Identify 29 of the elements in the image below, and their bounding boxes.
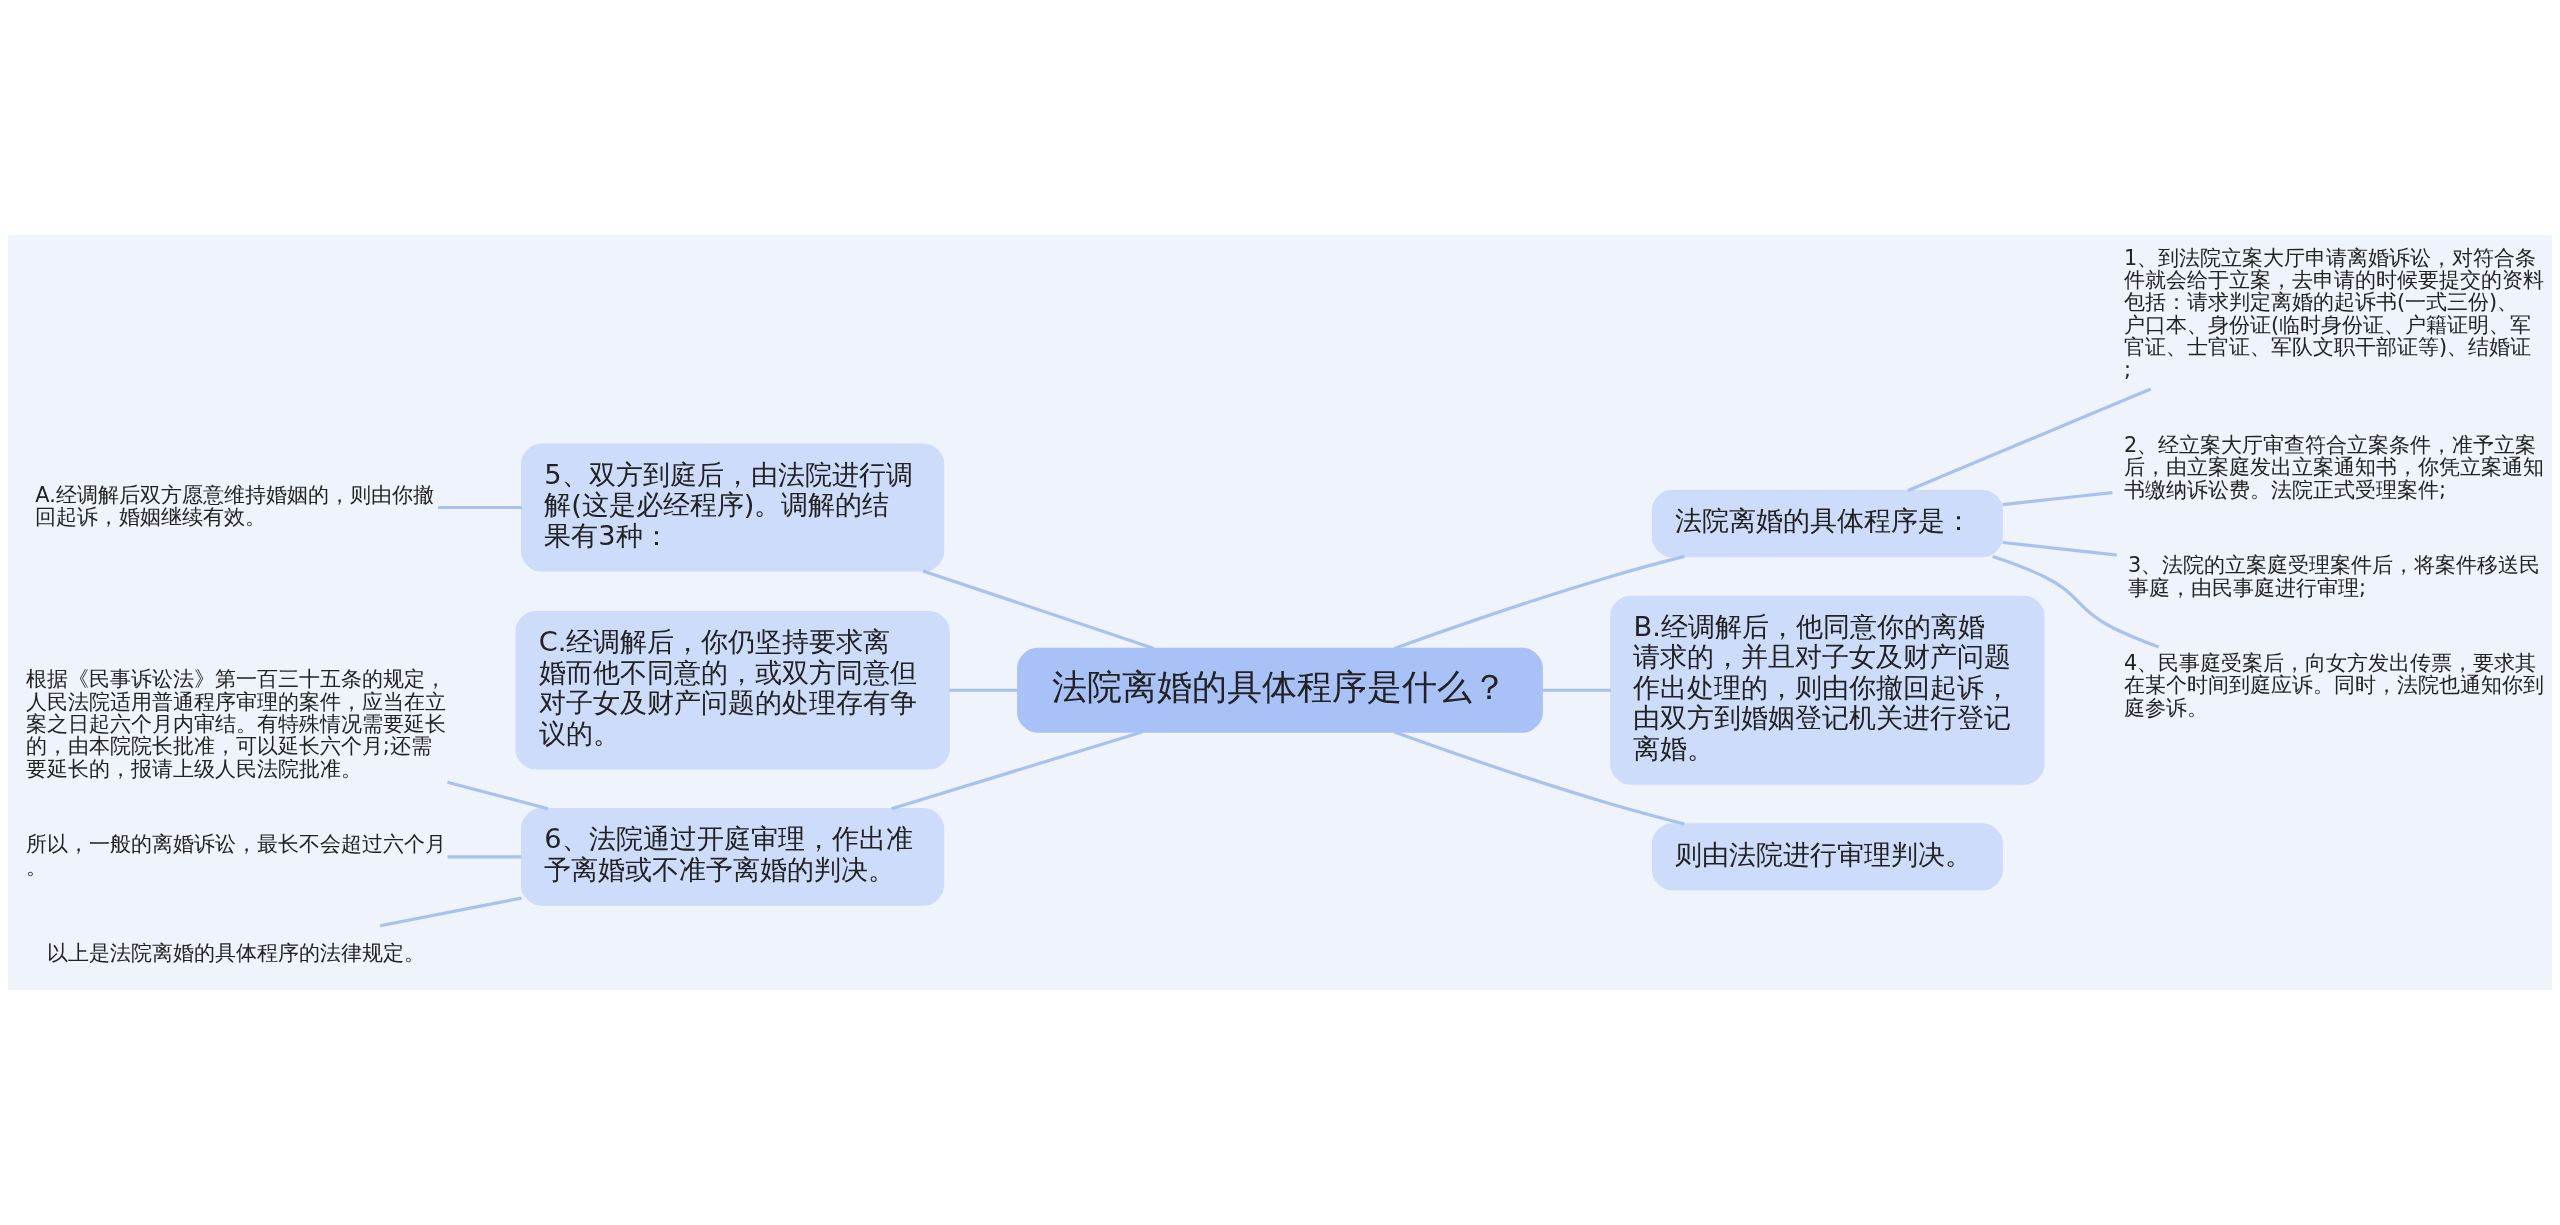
node-text: 根据《民事诉讼法》第一百三十五条的规定，人民法院适用普通程序审理的案件，应当在立案之日起六个月内审结。有特殊情况需要延长的，由本院院长批准，可以延长六个月;还需要延长的，报请上级人民法院批准。 [25, 667, 446, 781]
connector [2002, 540, 2117, 557]
connector [379, 896, 522, 928]
node-text: 以上是法院离婚的具体程序的法律规定。 [46, 941, 425, 966]
connector [1393, 554, 1685, 650]
node-text: 1、到法院立案大厅申请离婚诉讼，对符合条件就会给于立案，去申请的时候要提交的资料包括：请求判定离婚的起诉书(一式三份)、户口本、身份证(临时身份证、户籍证明、军官证、士官证、军队文职干部证等)、结婚证; [2123, 245, 2544, 382]
node-text: 2、经立案大厅审查符合立案条件，准予立案后，由立案庭发出立案通知书，你凭立案通知书缴纳诉讼费。法院正式受理案件; [2123, 433, 2544, 502]
node-text: 所以，一般的离婚诉讼，最长不会超过六个月。 [25, 832, 446, 879]
connector [922, 569, 1155, 650]
node-text: A.经调解后双方愿意维持婚姻的，则由你撤回起诉，婚姻继续有效。 [35, 482, 434, 530]
connector [1542, 688, 1611, 692]
node-box: 法院离婚的具体程序是什么？ [1017, 647, 1543, 733]
node-box: 则由法院进行审理判决。 [1651, 823, 2003, 891]
node-box: 5、双方到庭后，由法院进行调解(这是必经程序)。调解的结果有3种： [521, 443, 945, 572]
node-text: 4、民事庭受案后，向女方发出传票，要求其在某个时间到庭应诉。同时，法院也通知你到庭参诉。 [2123, 651, 2544, 720]
connector [1907, 387, 2152, 492]
connector [891, 730, 1143, 811]
node-box: 6、法院通过开庭审理，作出准予离婚或不准予离婚的判决。 [521, 808, 945, 906]
connector [1393, 730, 1685, 826]
connector [438, 505, 522, 510]
connector [447, 780, 549, 811]
node-box: 法院离婚的具体程序是： [1651, 489, 2003, 558]
node-box: B.经调解后，他同意你的离婚请求的，并且对子女及财产问题作出处理的，则由你撤回起诉，由双方到婚姻登记机关进行登记离婚。 [1610, 595, 2045, 785]
connector [2002, 490, 2113, 507]
node-text: 3、法院的立案庭受理案件后，将案件移送民事庭，由民事庭进行审理; [2127, 553, 2541, 600]
node-box: C.经调解后，你仍坚持要求离婚而他不同意的，或双方同意但对子女及财产问题的处理存有争议的。 [515, 610, 950, 770]
connector [1992, 555, 2160, 649]
connector [949, 688, 1018, 692]
connector [447, 855, 522, 859]
